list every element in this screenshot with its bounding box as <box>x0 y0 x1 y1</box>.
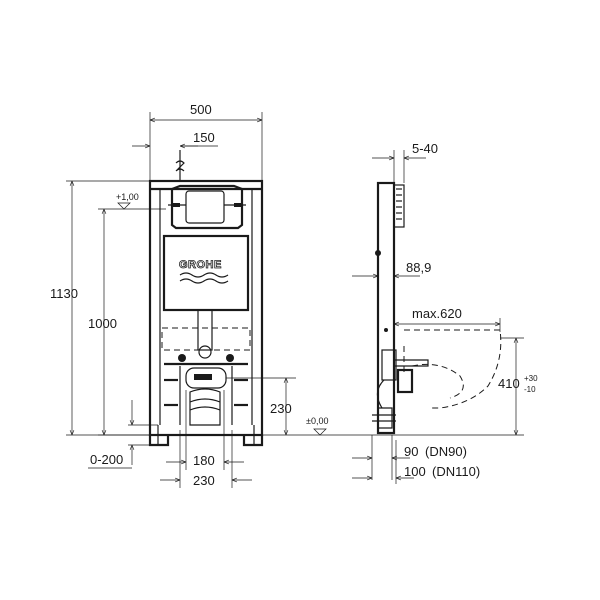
dim-height-total-label: 1130 <box>50 286 78 301</box>
front-view: GROHE <box>50 102 372 488</box>
water-supply-icon <box>175 150 185 181</box>
side-drain <box>372 349 429 429</box>
cistern-tank: GROHE <box>162 234 250 312</box>
dimension-bolt-outer: 230 <box>160 430 252 488</box>
dim-width-label: 500 <box>190 102 212 117</box>
dimension-drain-100: 100 (DN110) <box>352 440 480 484</box>
dim-drain-100-dn: (DN110) <box>432 464 480 479</box>
dimension-height-actuator: 1000 +1,00 <box>88 192 166 436</box>
actuator-plate <box>168 184 246 230</box>
side-view: 5-40 88,9 max.620 410 +30 -10 <box>352 141 538 484</box>
dimension-bolt-inner: 180 <box>166 390 244 470</box>
toilet-bowl-outline <box>403 329 502 409</box>
level-top-label: +1,00 <box>116 192 139 202</box>
dimension-drain-height: 230 <box>226 377 296 435</box>
dim-bowl-projection-label: max.620 <box>412 306 462 321</box>
dim-top-offset-label: 150 <box>193 130 215 145</box>
dimension-bowl-projection: max.620 <box>394 306 501 332</box>
dim-depth-adjust-label: 5-40 <box>412 141 438 156</box>
dim-bolt-outer-label: 230 <box>193 473 215 488</box>
dimension-top-offset: 150 <box>132 130 218 146</box>
dimension-pipe-diameter: 88,9 <box>352 260 431 276</box>
dim-bolt-inner-label: 180 <box>193 453 215 468</box>
dim-height-actuator-label: 1000 <box>88 316 117 331</box>
dim-drain-90-label: 90 <box>404 444 418 459</box>
dim-drain-90-dn: (DN90) <box>425 444 467 459</box>
dimension-foot-adjust: 0-200 <box>88 400 158 469</box>
dimension-bowl-height: 410 +30 -10 <box>372 337 538 436</box>
dimension-drain-90: 90 (DN90) <box>352 435 467 480</box>
floor-level-label: ±0,00 <box>306 416 328 426</box>
dimension-width: 500 <box>149 102 263 181</box>
frame-outline <box>148 179 264 447</box>
dim-bowl-height-tol-plus: +30 <box>524 374 538 383</box>
brand-logo: GROHE <box>179 259 222 271</box>
dimension-height-total: 1130 <box>50 180 150 436</box>
dim-drain-height-label: 230 <box>270 401 292 416</box>
drain-assembly <box>164 366 248 426</box>
dim-pipe-diameter-label: 88,9 <box>406 260 431 275</box>
flush-pipe <box>161 309 251 366</box>
dim-drain-100-label: 100 <box>404 464 426 479</box>
dim-foot-adjust-label: 0-200 <box>90 452 123 467</box>
dim-bowl-height-tol-minus: -10 <box>524 385 536 394</box>
side-frame <box>375 181 405 435</box>
floor-level-marker: ±0,00 <box>262 416 372 436</box>
dimension-depth-adjust: 5-40 <box>372 141 438 183</box>
dim-bowl-height-label: 410 <box>498 376 520 391</box>
